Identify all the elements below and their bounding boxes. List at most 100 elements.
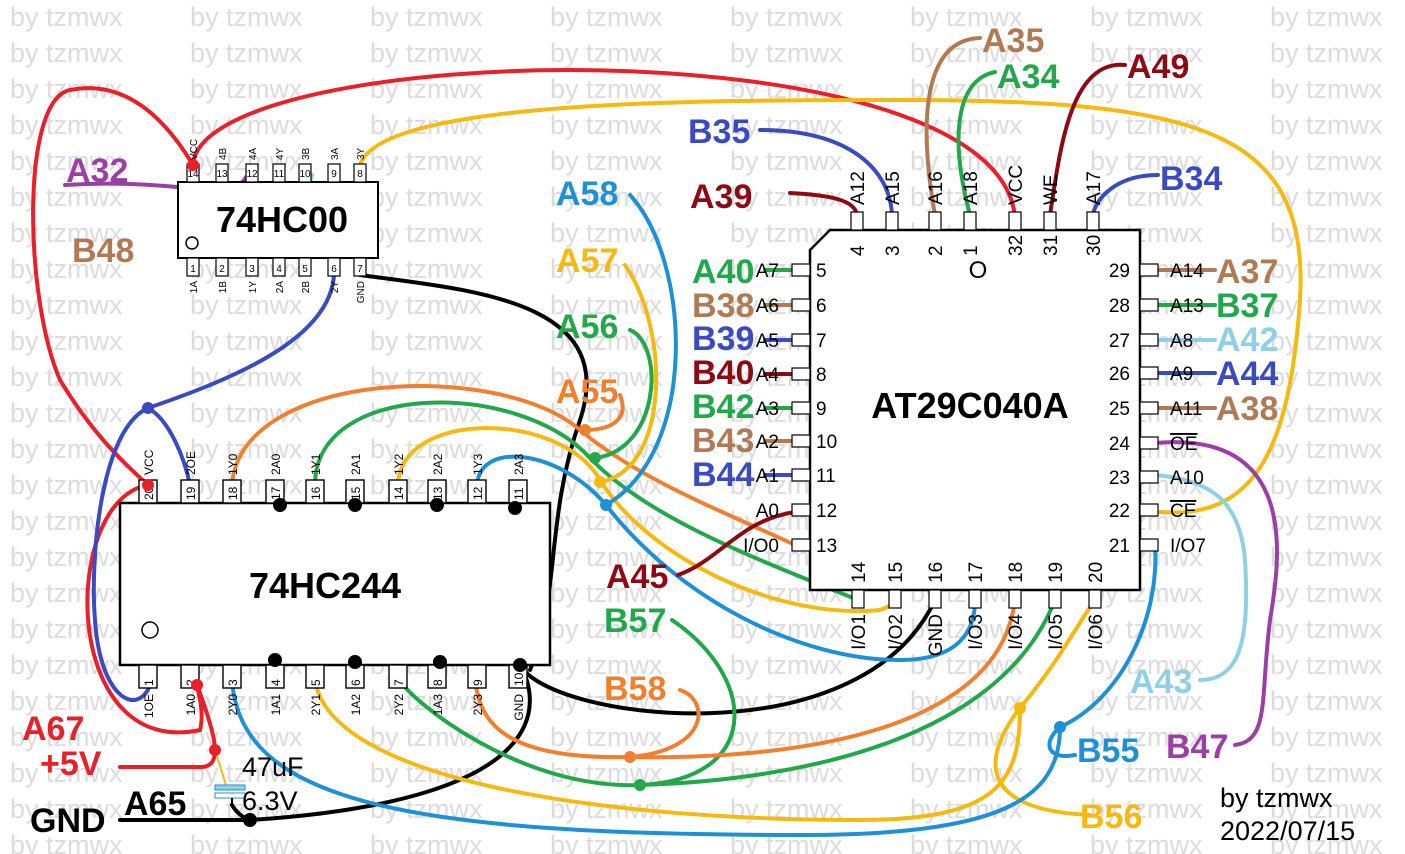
u3-left-pin-name: A3: [756, 399, 779, 420]
wire-1y2-io2: [396, 426, 897, 614]
u1-top-pin: [327, 163, 341, 183]
junction-dot: [243, 813, 257, 827]
u3-left-pin-name: A5: [756, 331, 779, 352]
u3-left-pin-name: I/O0: [743, 536, 779, 557]
watermark-text: by tzmwx: [370, 434, 483, 464]
u1-bottom-pin-name: 2B: [301, 281, 312, 294]
u3-bottom-pin: [928, 589, 942, 609]
u1-bottom-pin-num: 1: [190, 264, 196, 275]
wire-3y-ce: [358, 97, 1303, 515]
wire-a56: [593, 328, 654, 460]
u3-top-pin-num: 32: [1006, 235, 1027, 256]
watermark-text: by tzmwx: [370, 470, 483, 500]
wire-io5: [638, 598, 1057, 787]
chip-at29c040a-label: AT29C040A: [871, 385, 1068, 426]
watermark-text: by tzmwx: [10, 794, 123, 824]
u3-top-pin: [928, 211, 942, 231]
u1-top-pin-name: 3Y: [356, 147, 367, 160]
chip-74hc244-notch: [141, 621, 159, 639]
u3-bottom-pin-num: 15: [886, 562, 907, 583]
watermark-text: by tzmwx: [370, 722, 483, 752]
wire-gnd-u3: [518, 598, 937, 716]
u2-top-pin-num: 15: [349, 486, 363, 500]
u3-right-pin-name: A8: [1170, 331, 1193, 352]
u3-left-pin: [791, 298, 811, 312]
watermark-text: by tzmwx: [730, 2, 843, 32]
label-b48: B48: [72, 232, 134, 270]
label-a56: A56: [556, 308, 618, 346]
watermark-text: by tzmwx: [730, 110, 843, 140]
u1-bottom-pin-num: 7: [357, 264, 363, 275]
watermark-text: by tzmwx: [10, 182, 123, 212]
u3-right-pin-num: 24: [1109, 434, 1131, 455]
watermark-text: by tzmwx: [550, 110, 663, 140]
junction-dot: [187, 159, 199, 171]
u1-bottom-pin-num: 2: [219, 264, 225, 275]
watermark-text: by tzmwx: [1270, 38, 1383, 68]
u2-top-pin: [467, 479, 487, 504]
watermark-text: by tzmwx: [190, 2, 303, 32]
u1-top-pin-num: 12: [246, 169, 258, 180]
label-a32: A32: [66, 152, 128, 190]
u1-bottom-pin-name: 2Y: [330, 281, 341, 294]
label-b47: B47: [1166, 728, 1228, 766]
watermark-text: by tzmwx: [1270, 254, 1383, 284]
u3-left-pin: [791, 333, 811, 347]
u1-top-pin-name: VCC: [189, 139, 200, 160]
u3-left-pin-name: A1: [756, 466, 779, 487]
watermark-text: by tzmwx: [1090, 758, 1203, 788]
u3-left-pin-name: A4: [756, 365, 780, 386]
u3-right-pin-num: 27: [1109, 331, 1130, 352]
u1-bottom-pin: [215, 257, 229, 277]
u2-top-pin: [388, 479, 408, 504]
label-a58: A58: [556, 175, 618, 213]
u3-left-pin-name: A2: [756, 432, 779, 453]
label-a38: A38: [1216, 390, 1278, 428]
wire-a58: [604, 193, 678, 507]
u2-bottom-pin-num: 7: [392, 679, 406, 686]
u2-bottom-pin: [388, 664, 408, 689]
watermark-text: by tzmwx: [10, 434, 123, 464]
u3-left-pin-num: 11: [816, 466, 836, 487]
u1-top-pin-name: 4B: [218, 147, 229, 160]
u3-left-pin: [791, 538, 811, 552]
wire-a43: [1153, 473, 1249, 682]
watermark-text: by tzmwx: [1270, 218, 1383, 248]
u2-bottom-pin-num: 5: [309, 679, 323, 686]
u3-right-pin-name: A13: [1170, 296, 1204, 317]
u1-top-pin: [245, 163, 259, 183]
junction-dot: [594, 476, 606, 488]
watermark-text: by tzmwx: [550, 218, 663, 248]
watermark-text: by tzmwx: [1270, 650, 1383, 680]
u2-bottom-pin-num: 9: [471, 679, 485, 686]
u3-right-pin-name: A10: [1170, 468, 1204, 489]
u1-bottom-pin: [272, 257, 286, 277]
u3-left-pin: [791, 503, 811, 517]
label-b38: B38: [692, 287, 754, 325]
u2-top-pin-name: 2A0: [269, 453, 283, 475]
u3-bottom-pin-num: 17: [966, 562, 987, 583]
watermark-text: by tzmwx: [10, 254, 123, 284]
label-a57: A57: [556, 242, 618, 280]
wire-b47: [1153, 440, 1279, 747]
watermark-text: by tzmwx: [1270, 362, 1383, 392]
u1-top-pin-num: 11: [274, 169, 285, 180]
u1-top-pin: [272, 163, 286, 183]
watermark-text: by tzmwx: [10, 578, 123, 608]
signal-labels: A32 B48 A35 A34 A49 B35 A39 B34 A58 A57 …: [22, 22, 1278, 840]
watermark-text: by tzmwx: [910, 758, 1023, 788]
watermark-text: by tzmwx: [190, 290, 303, 320]
label-a67: A67: [22, 710, 84, 748]
u1-top-pin-num: 13: [216, 169, 228, 180]
u3-right-pin-name: OE: [1170, 434, 1197, 455]
watermark-text: by tzmwx: [1270, 722, 1383, 752]
u3-left-pin: [791, 401, 811, 415]
u1-top-pin: [298, 163, 312, 183]
junction-dot: [348, 498, 362, 512]
watermark-text: by tzmwx: [1090, 38, 1203, 68]
watermark-text: by tzmwx: [910, 2, 1023, 32]
watermark-text: by tzmwx: [1270, 2, 1383, 32]
u3-right-pin: [1139, 503, 1159, 517]
u2-top-pin-num: 17: [269, 486, 283, 500]
u3-bottom-pin-num: 18: [1006, 562, 1027, 583]
